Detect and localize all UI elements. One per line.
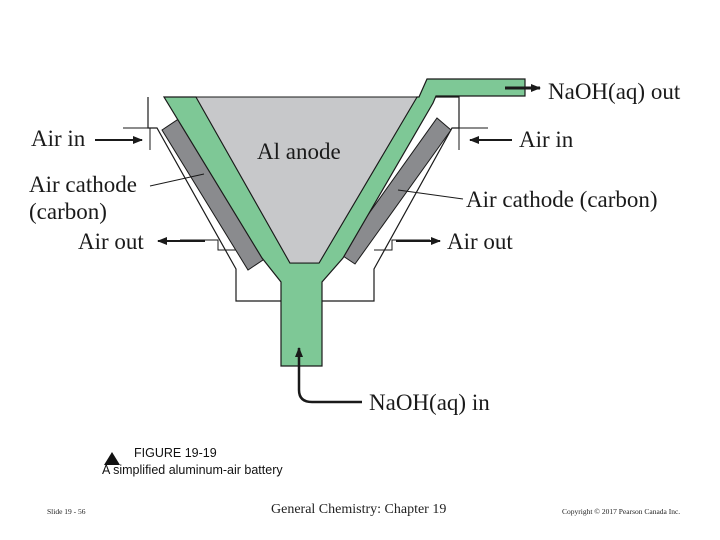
anode-label: Al anode (257, 139, 341, 164)
air-out-label-left: Air out (78, 229, 144, 254)
air-inlet-fitting-right (458, 127, 488, 150)
triangle-up-icon (104, 452, 120, 465)
naoh-in-label: NaOH(aq) in (369, 390, 490, 415)
air-inlet-fitting-left (123, 127, 151, 150)
figure-number: FIGURE 19-19 (134, 446, 217, 460)
slide-number: Slide 19 - 56 (47, 507, 86, 516)
housing-wall-left (147, 97, 282, 302)
air-out-label-right: Air out (447, 229, 513, 254)
footer-course-title: General Chemistry: Chapter 19 (271, 502, 447, 517)
cathode-leader-right (397, 189, 464, 200)
footer-copyright: Copyright © 2017 Pearson Canada Inc. (562, 507, 681, 516)
air-in-label-left: Air in (31, 126, 86, 151)
housing-wall-right (322, 96, 460, 302)
naoh-in-arrow (295, 347, 362, 404)
naoh-out-label: NaOH(aq) out (548, 79, 681, 104)
air-cathode-label-left-line2: (carbon) (29, 199, 107, 224)
figure-caption: A simplified aluminum-air battery (102, 463, 283, 477)
air-in-label-right: Air in (519, 127, 574, 152)
air-cathode-label-right: Air cathode (carbon) (466, 187, 658, 212)
air-cathode-label-left-line1: Air cathode (29, 172, 137, 197)
aluminum-anode (195, 96, 418, 264)
cathode-leader-left (149, 173, 205, 187)
